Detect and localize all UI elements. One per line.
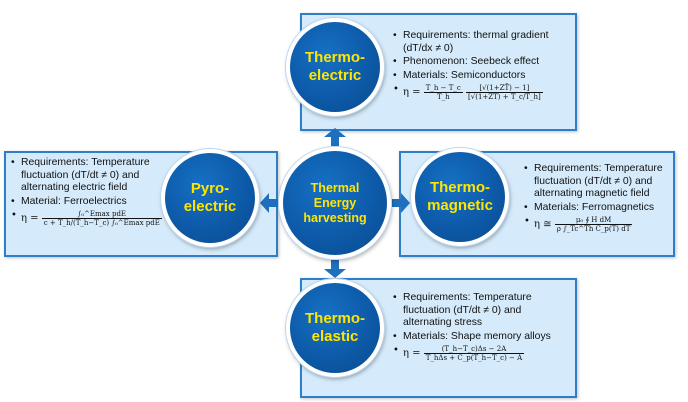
thermoelectric-requirement: Requirements: thermal gradient (dT/dx ≠ … bbox=[392, 30, 577, 55]
thermoelectric-node: Thermo- electric bbox=[286, 18, 384, 116]
thermoelectric-efficiency-equation: η = T_h − T_cT_h [√(1+ZT̄) − 1][√(1+ZT̄)… bbox=[392, 84, 577, 101]
thermal-energy-harvesting-node: Thermal Energy harvesting bbox=[279, 147, 391, 259]
thermomagnetic-node: Thermo- magnetic bbox=[411, 148, 509, 246]
arrow-left-icon bbox=[260, 193, 278, 213]
arrow-down-icon bbox=[324, 260, 346, 278]
arrow-up-icon bbox=[324, 128, 346, 146]
thermomagnetic-materials: Materials: Ferromagnetics bbox=[523, 202, 673, 215]
thermoelastic-requirement: Requirements: Temperature fluctuation (d… bbox=[392, 292, 572, 330]
pyroelectric-node: Pyro- electric bbox=[161, 149, 259, 247]
thermoelastic-materials: Materials: Shape memory alloys bbox=[392, 331, 572, 344]
dtdt-expression: dT/dt ≠ 0 bbox=[587, 175, 629, 187]
pyroelectric-requirement: Requirements: Temperature fluctuation (d… bbox=[10, 157, 190, 195]
dtdt-expression: dT/dt ≠ 0 bbox=[74, 169, 116, 181]
pyroelectric-material: Material: Ferroelectrics bbox=[10, 196, 190, 209]
thermomagnetic-efficiency-equation: η ≅ μ₀ ∮ H dMρ ∫_Tc^Th C_p(T) dT bbox=[523, 216, 673, 233]
thermoelastic-details: Requirements: Temperature fluctuation (d… bbox=[392, 292, 572, 363]
thermoelastic-node: Thermo- elastic bbox=[286, 279, 384, 377]
dtdx-expression: dT/dx ≠ 0 bbox=[406, 42, 450, 54]
pyroelectric-details: Requirements: Temperature fluctuation (d… bbox=[10, 157, 190, 228]
thermoelectric-materials: Materials: Semiconductors bbox=[392, 70, 577, 83]
thermomagnetic-details: Requirements: Temperature fluctuation (d… bbox=[523, 163, 673, 234]
thermoelectric-phenomenon: Phenomenon: Seebeck effect bbox=[392, 56, 577, 69]
thermoelectric-details: Requirements: thermal gradient (dT/dx ≠ … bbox=[392, 30, 577, 102]
thermoelastic-efficiency-equation: η = (T_h−T_c)Δs − 2AT_hΔs + C_p(T_h−T_c)… bbox=[392, 345, 572, 362]
thermomagnetic-requirement: Requirements: Temperature fluctuation (d… bbox=[523, 163, 673, 201]
arrow-right-icon bbox=[392, 193, 410, 213]
dtdt-expression: dT/dt ≠ 0 bbox=[456, 304, 498, 316]
